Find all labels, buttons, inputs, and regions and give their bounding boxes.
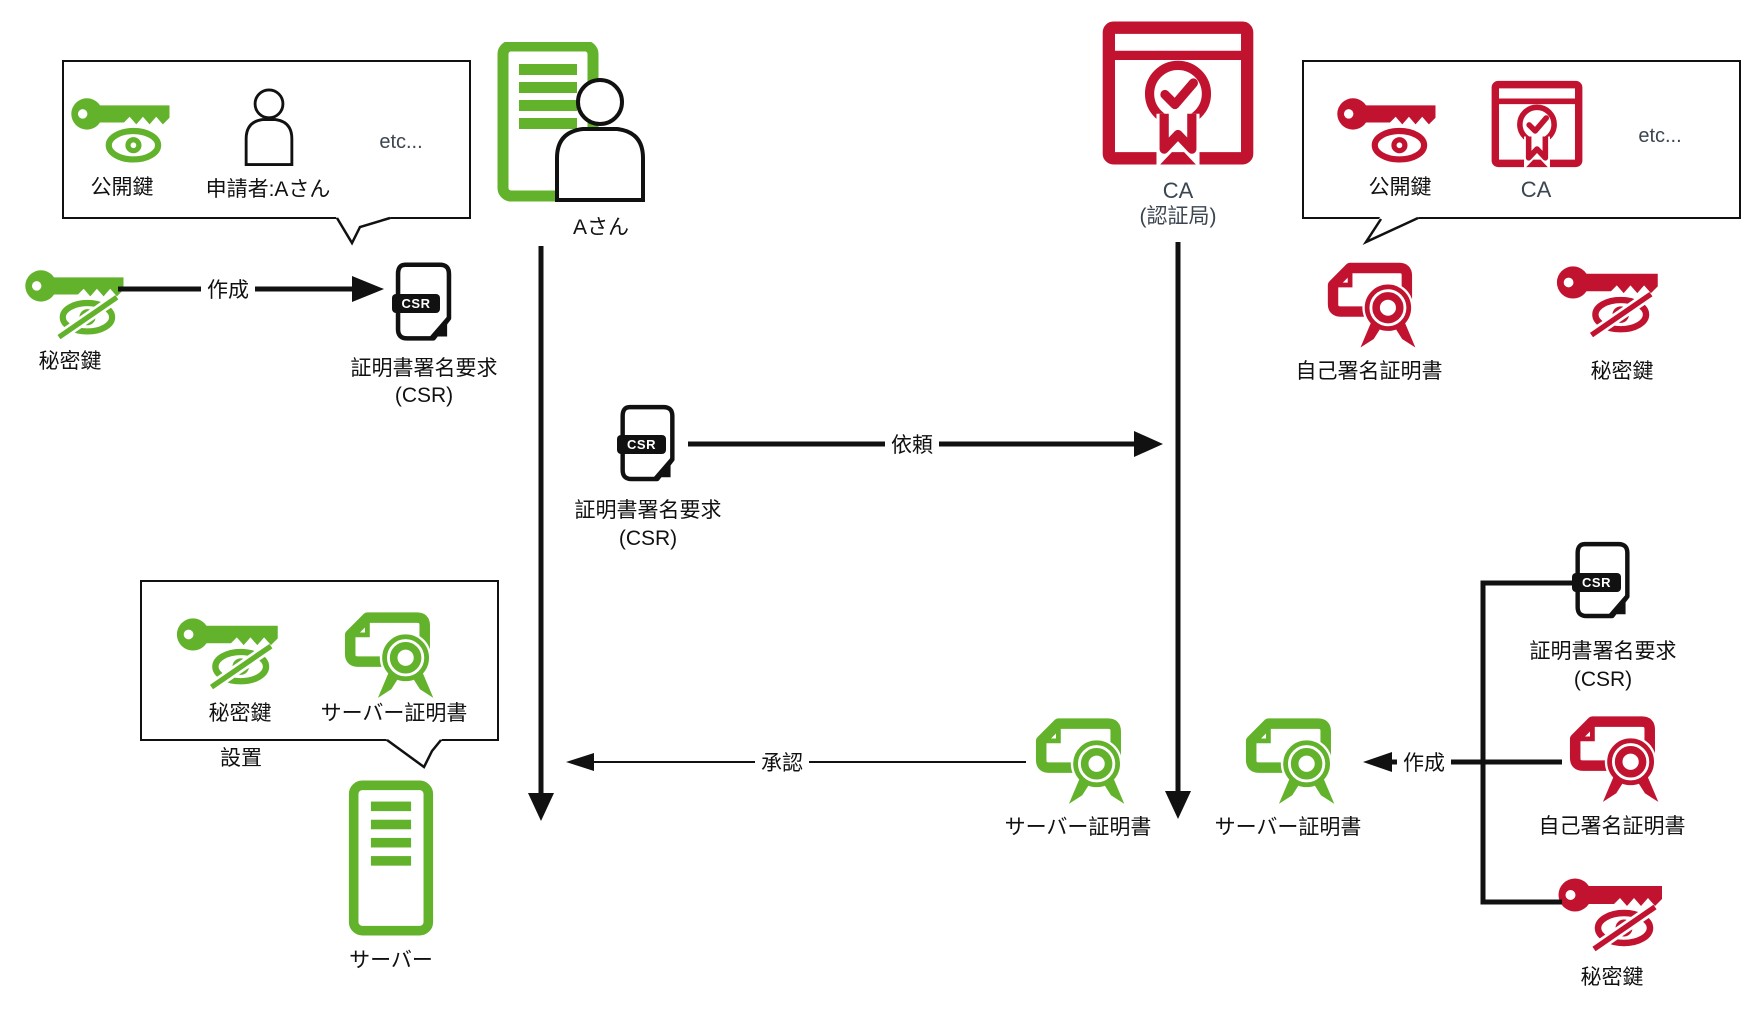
applicant-label: 申請者:Aさん bbox=[205, 178, 331, 201]
etc-label: etc... bbox=[379, 131, 423, 153]
csr-title-label: 証明書署名要求 bbox=[1529, 640, 1677, 663]
etc-label: etc... bbox=[1638, 125, 1682, 147]
ca-icon bbox=[1100, 20, 1256, 166]
server-label: サーバー bbox=[349, 949, 433, 972]
private-key-icon bbox=[1556, 262, 1664, 338]
server-certificate-icon bbox=[333, 604, 440, 702]
public-key-label: 公開鍵 bbox=[1368, 176, 1432, 199]
server-cert-label: サーバー証明書 bbox=[1004, 816, 1152, 839]
server-certificate-icon bbox=[1024, 710, 1131, 808]
ca-small-icon bbox=[1490, 80, 1584, 168]
csr-badge: CSR bbox=[1572, 573, 1621, 592]
server-cert-label: サーバー証明書 bbox=[320, 702, 468, 725]
self-signed-cert-label: 自己署名証明書 bbox=[1538, 815, 1686, 838]
public-key-label: 公開鍵 bbox=[90, 176, 154, 199]
server-certificate-icon bbox=[1234, 710, 1341, 808]
ca-label: CA bbox=[1520, 177, 1552, 202]
csr-title-label: 証明書署名要求 bbox=[350, 357, 498, 380]
self-signed-certificate-icon bbox=[1558, 708, 1665, 806]
applicant-document-person-icon bbox=[497, 42, 647, 204]
ca-subtitle-label: (認証局) bbox=[1139, 205, 1217, 228]
self-signed-certificate-icon bbox=[1316, 254, 1422, 352]
ca-title-label: CA bbox=[1162, 178, 1194, 203]
install-caption-label: 設置 bbox=[220, 747, 262, 770]
private-key-label: 秘密鍵 bbox=[1590, 360, 1654, 383]
csr-subtitle-label: (CSR) bbox=[618, 527, 678, 550]
csr-badge: CSR bbox=[617, 435, 666, 454]
server-cert-label: サーバー証明書 bbox=[1214, 816, 1362, 839]
private-key-icon bbox=[24, 266, 130, 340]
private-key-label: 秘密鍵 bbox=[1580, 966, 1644, 989]
private-key-label: 秘密鍵 bbox=[38, 350, 102, 373]
applicant-name-label: Aさん bbox=[572, 216, 630, 239]
self-signed-cert-label: 自己署名証明書 bbox=[1295, 360, 1443, 383]
edge-label-request: 依頼 bbox=[885, 429, 939, 459]
edge-label-create-2: 作成 bbox=[1397, 747, 1451, 777]
private-key-icon bbox=[1558, 874, 1668, 952]
server-icon bbox=[347, 777, 435, 939]
install-box bbox=[140, 580, 499, 741]
public-key-icon bbox=[70, 94, 176, 168]
csr-subtitle-label: (CSR) bbox=[1573, 668, 1633, 691]
csr-badge: CSR bbox=[392, 294, 440, 313]
edge-label-approve: 承認 bbox=[755, 747, 809, 777]
csr-subtitle-label: (CSR) bbox=[394, 384, 454, 407]
public-key-icon bbox=[1336, 94, 1442, 168]
edge-label-create: 作成 bbox=[201, 274, 255, 304]
private-key-label: 秘密鍵 bbox=[208, 702, 272, 725]
applicant-person-icon bbox=[240, 86, 298, 166]
csr-title-label: 証明書署名要求 bbox=[574, 499, 722, 522]
private-key-icon bbox=[176, 614, 284, 690]
